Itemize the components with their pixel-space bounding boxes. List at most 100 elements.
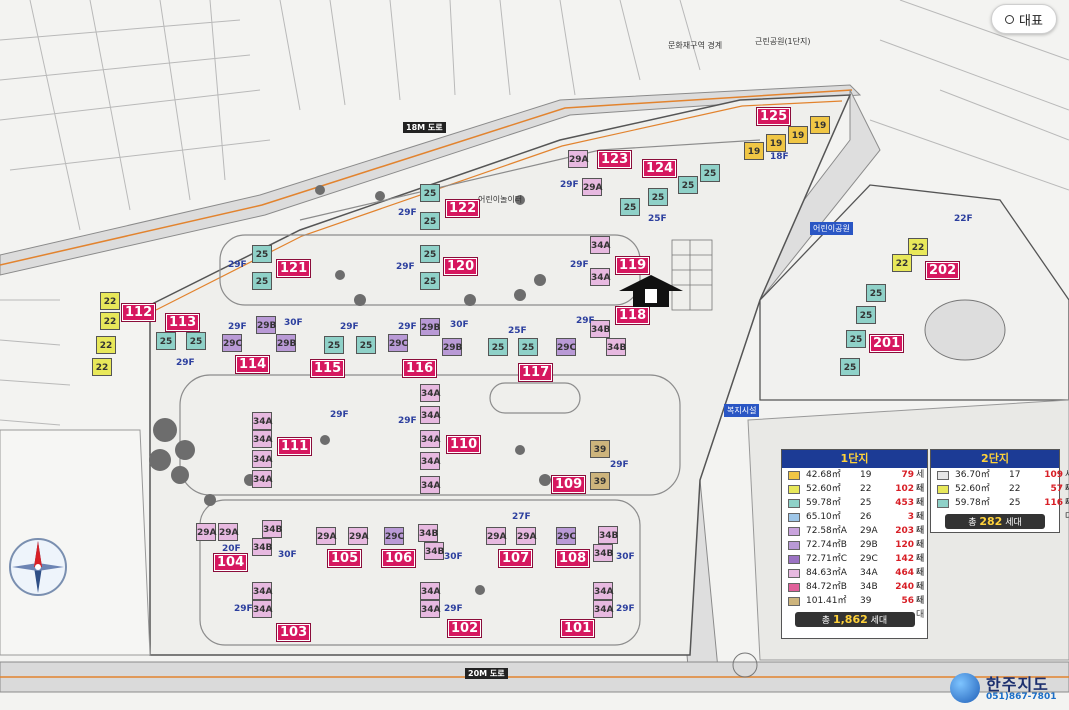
- building-202-label[interactable]: 202: [926, 262, 960, 279]
- legend-area: 101.41㎡: [806, 596, 847, 606]
- legend-swatch: [788, 513, 800, 522]
- unit-block-25: 25: [488, 338, 508, 356]
- unit-block-34b: 34B: [606, 338, 626, 356]
- building-118-label[interactable]: 118: [616, 307, 650, 324]
- unit-block-34a: 34A: [590, 236, 611, 254]
- unit-block-19: 19: [788, 126, 808, 144]
- legend-area: 42.68㎡: [806, 470, 841, 480]
- legend-unit: 세대: [916, 470, 925, 494]
- building-122-label[interactable]: 122: [446, 200, 480, 217]
- building-119-label[interactable]: 119: [616, 257, 650, 274]
- legend-area: 72.74㎡B: [806, 540, 847, 550]
- unit-block-25: 25: [356, 336, 376, 354]
- building-116-label[interactable]: 116: [403, 360, 437, 377]
- building-111-label[interactable]: 111: [278, 438, 312, 455]
- building-123-label[interactable]: 123: [598, 151, 632, 168]
- legend-unit: 세대: [916, 512, 925, 536]
- legend-type: 39: [860, 596, 872, 606]
- building-121-label[interactable]: 121: [277, 260, 311, 277]
- unit-block-25: 25: [846, 330, 866, 348]
- legend-row: 36.70㎡17109세대: [931, 468, 1069, 494]
- building-109-label[interactable]: 109: [552, 476, 586, 493]
- unit-block-19: 19: [766, 134, 786, 152]
- legend-count: 120: [895, 540, 914, 550]
- legend-type: 34A: [860, 568, 878, 578]
- globe-icon: [950, 673, 980, 703]
- legend-unit: 세대: [916, 582, 925, 606]
- legend-swatch: [788, 555, 800, 564]
- building-105-label[interactable]: 105: [328, 550, 362, 567]
- building-201-label[interactable]: 201: [870, 335, 904, 352]
- legend-swatch: [788, 541, 800, 550]
- unit-block-22: 22: [92, 358, 112, 376]
- building-124-label[interactable]: 124: [643, 160, 677, 177]
- unit-block-29c: 29C: [556, 527, 576, 545]
- unit-block-25: 25: [648, 188, 668, 206]
- legend-total-count: 282: [979, 515, 1003, 528]
- building-117-label[interactable]: 117: [519, 364, 553, 381]
- legend-count: 102: [895, 484, 914, 494]
- building-110-label[interactable]: 110: [447, 436, 481, 453]
- unit-block-34b: 34B: [424, 542, 444, 560]
- legend-count: 3: [907, 512, 914, 522]
- legend-unit: 세대: [916, 554, 925, 578]
- unit-block-34b: 34B: [590, 320, 610, 338]
- facility-label: 문화재구역 경계: [668, 41, 723, 50]
- building-103-label[interactable]: 103: [277, 624, 311, 641]
- legend-area: 84.63㎡A: [806, 568, 847, 578]
- welfare-label: 복지시설: [724, 404, 760, 417]
- building-120-label[interactable]: 120: [444, 258, 478, 275]
- unit-block-29c: 29C: [222, 334, 242, 352]
- legend-type: 26: [860, 512, 872, 522]
- building-102-label[interactable]: 102: [448, 620, 482, 637]
- unit-block-25: 25: [186, 332, 206, 350]
- building-125-label[interactable]: 125: [757, 108, 791, 125]
- representative-image-button[interactable]: 대표: [991, 4, 1057, 34]
- legend-count: 453: [895, 498, 914, 508]
- building-108-label[interactable]: 108: [556, 550, 590, 567]
- legend-count: 109: [1044, 470, 1063, 480]
- legend-total-unit: 세대: [870, 616, 888, 626]
- building-113-label[interactable]: 113: [166, 314, 200, 331]
- building-114-label[interactable]: 114: [236, 356, 270, 373]
- legend-complex-2: 2단지 36.70㎡17109세대52.60㎡2257세대59.78㎡25116…: [930, 449, 1069, 533]
- legend-row: 59.78㎡25116세대: [931, 496, 1069, 522]
- unit-block-29b: 29B: [276, 334, 296, 352]
- building-107-label[interactable]: 107: [499, 550, 533, 567]
- floor-count: 29F: [176, 358, 195, 368]
- legend-type: 29A: [860, 526, 878, 536]
- floor-count: 29F: [398, 208, 417, 218]
- legend-unit: 세대: [916, 498, 925, 522]
- legend-total: 총 282 세대: [945, 514, 1045, 529]
- compass-icon: [9, 538, 67, 596]
- building-101-label[interactable]: 101: [561, 620, 595, 637]
- legend-unit: 세대: [1065, 496, 1069, 524]
- unit-block-34a: 34A: [252, 600, 273, 618]
- legend-area: 72.58㎡A: [806, 526, 847, 536]
- legend-unit: 세대: [916, 484, 925, 508]
- building-112-label[interactable]: 112: [122, 304, 156, 321]
- unit-block-34b: 34B: [418, 524, 438, 542]
- unit-block-22: 22: [892, 254, 912, 272]
- building-104-label[interactable]: 104: [214, 554, 248, 571]
- legend-type: 22: [860, 484, 872, 494]
- legend-area: 65.10㎡: [806, 512, 841, 522]
- building-106-label[interactable]: 106: [382, 550, 416, 567]
- floor-count: 30F: [616, 552, 635, 562]
- publisher-name: 한주지도: [986, 675, 1049, 694]
- legend-type: 17: [1009, 470, 1021, 480]
- legend-type: 25: [1009, 498, 1021, 508]
- legend-total-count: 1,862: [832, 613, 868, 626]
- floor-count: 25F: [508, 326, 527, 336]
- representative-button-label: 대표: [1019, 13, 1043, 29]
- unit-block-39: 39: [590, 440, 610, 458]
- unit-block-29a: 29A: [348, 527, 369, 545]
- floor-count: 29F: [560, 180, 579, 190]
- legend-swatch: [788, 583, 800, 592]
- building-115-label[interactable]: 115: [311, 360, 345, 377]
- floor-count: 29F: [330, 410, 349, 420]
